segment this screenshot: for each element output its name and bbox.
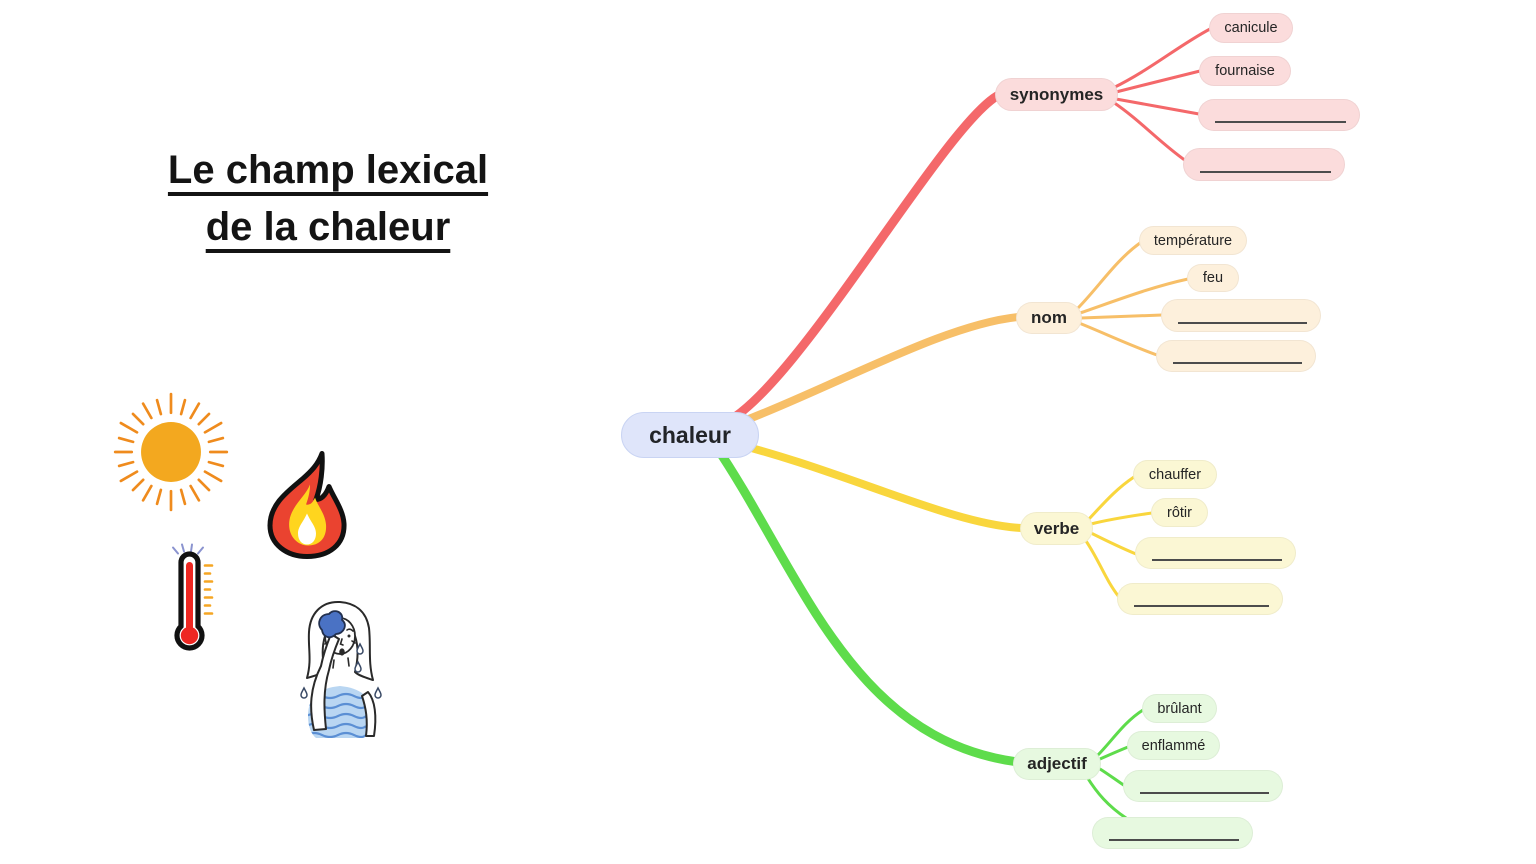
sun-icon <box>113 392 229 512</box>
sub-branches-synonymes <box>1111 27 1212 163</box>
blank-node-adjectif-1[interactable] <box>1123 770 1283 802</box>
thermometer-ticks <box>203 564 214 615</box>
blank-node-verbe-1[interactable] <box>1135 537 1296 569</box>
thermometer-icon <box>172 543 214 651</box>
write-line <box>1140 792 1269 794</box>
write-line <box>1109 839 1239 841</box>
sun-disc <box>141 422 201 482</box>
child-node-feu[interactable]: feu <box>1187 264 1239 292</box>
person-arm-down <box>361 691 377 737</box>
thermometer-bulb <box>180 626 199 645</box>
branch-node-verbe[interactable]: verbe <box>1020 512 1093 545</box>
child-node-temperature[interactable]: température <box>1139 226 1247 255</box>
page-title: Le champ lexical de la chaleur <box>118 142 538 256</box>
branch-node-adjectif[interactable]: adjectif <box>1013 748 1101 780</box>
write-line <box>1134 605 1269 607</box>
write-line <box>1215 121 1346 123</box>
blank-node-synonymes-1[interactable] <box>1198 99 1360 131</box>
root-node-chaleur[interactable]: chaleur <box>621 412 759 458</box>
blank-node-synonymes-2[interactable] <box>1183 148 1345 181</box>
page-title-line1: Le champ lexical <box>167 148 489 192</box>
child-node-canicule[interactable]: canicule <box>1209 13 1293 43</box>
child-node-brulant[interactable]: brûlant <box>1142 694 1217 723</box>
towel <box>318 610 346 639</box>
child-node-chauffer[interactable]: chauffer <box>1133 460 1217 489</box>
person-arm <box>310 633 340 731</box>
sub-branches-nom <box>1075 241 1190 357</box>
blank-node-verbe-2[interactable] <box>1117 583 1283 615</box>
child-node-rotir[interactable]: rôtir <box>1151 498 1208 527</box>
sub-branches-adjectif <box>1085 708 1145 820</box>
flame-core <box>298 513 316 545</box>
blank-node-adjectif-2[interactable] <box>1092 817 1253 849</box>
page-title-line2: de la chaleur <box>205 205 451 249</box>
branch-curve-synonymes <box>715 91 1002 430</box>
branch-node-synonymes[interactable]: synonymes <box>995 78 1118 111</box>
person-eye-right <box>347 634 351 638</box>
write-line <box>1178 322 1307 324</box>
fire-icon <box>267 451 347 559</box>
write-line <box>1152 559 1282 561</box>
person-sweat-drops <box>300 642 382 699</box>
child-node-enflamme[interactable]: enflammé <box>1127 731 1220 760</box>
branch-curve-adjectif <box>710 440 1023 767</box>
branch-node-nom[interactable]: nom <box>1016 302 1082 334</box>
blank-node-nom-2[interactable] <box>1156 340 1316 372</box>
write-line <box>1200 171 1331 173</box>
blank-node-nom-1[interactable] <box>1161 299 1321 332</box>
branch-curve-verbe <box>716 436 1026 532</box>
person-mouth <box>339 648 345 656</box>
thermometer-shine <box>172 543 204 555</box>
sun-rays <box>113 392 229 512</box>
sub-branches-verbe <box>1084 475 1154 599</box>
branch-curve-nom <box>716 313 1022 434</box>
sweating-person-icon <box>300 600 382 738</box>
write-line <box>1173 362 1302 364</box>
child-node-fournaise[interactable]: fournaise <box>1199 56 1291 86</box>
